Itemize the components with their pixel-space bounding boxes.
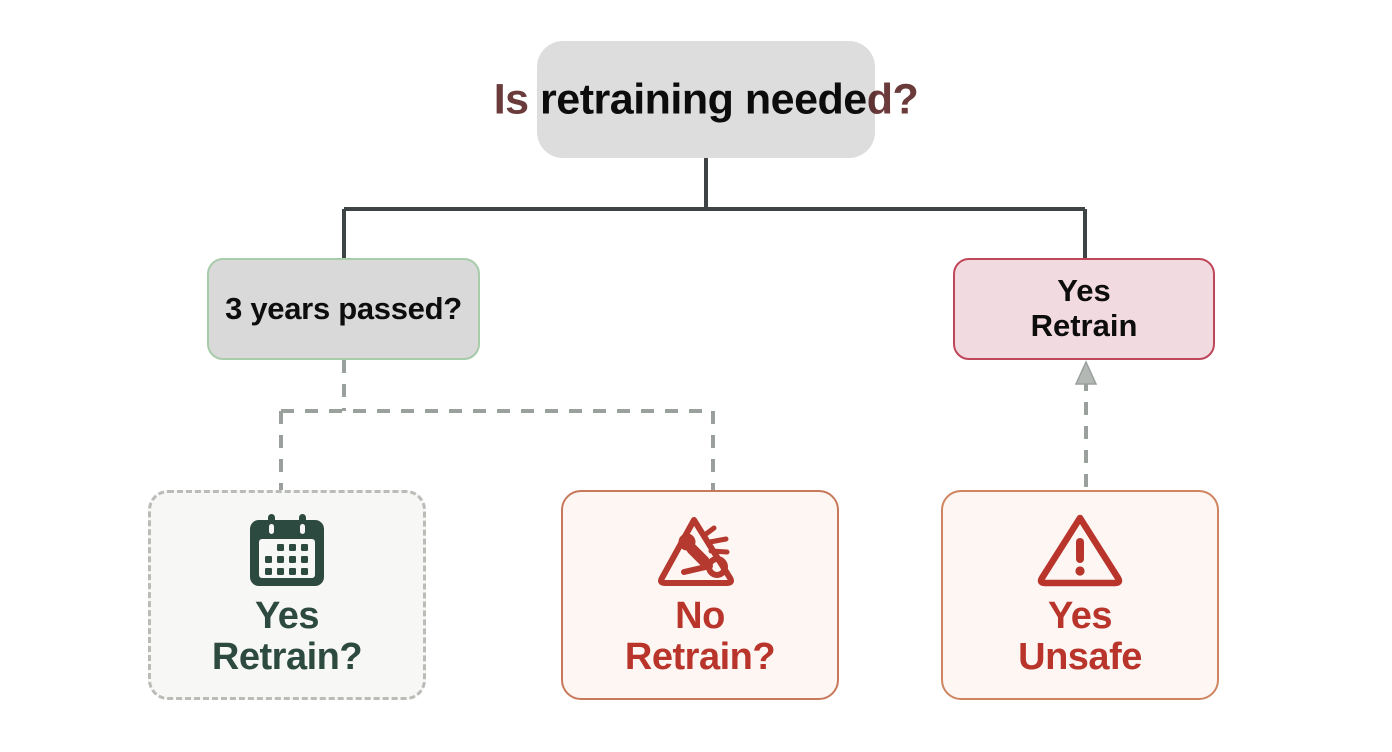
node-yes-retrain-question-label: Yes Retrain?: [211, 594, 363, 678]
node-root-label: Is retraining needed?: [494, 75, 919, 124]
node-three-years-passed[interactable]: 3 years passed?: [207, 258, 480, 360]
node-yes-retrain-question-line2: Retrain?: [211, 636, 363, 678]
node-root-is-retraining-needed[interactable]: Is retraining needed?: [494, 41, 919, 158]
node-no-retrain-question-label: No Retrain?: [624, 594, 776, 678]
warning-triangle-icon: [1037, 514, 1123, 587]
node-yes-retrain-line1: Yes: [1057, 273, 1111, 309]
node-yes-retrain-question[interactable]: Yes Retrain?: [148, 490, 426, 700]
node-no-retrain-question-line1: No: [675, 594, 725, 637]
node-yes-retrain[interactable]: Yes Retrain: [953, 258, 1215, 360]
node-root-label-prefix: Is retraining needed?: [493, 75, 919, 123]
node-yes-retrain-label: Yes Retrain: [1031, 274, 1138, 343]
node-yes-unsafe-label: Yes Unsafe: [1018, 594, 1142, 678]
node-yes-unsafe-line1: Yes: [1047, 594, 1113, 637]
calendar-icon: [250, 513, 324, 586]
node-yes-unsafe-line2: Unsafe: [1018, 636, 1142, 678]
node-three-years-passed-label: 3 years passed?: [225, 291, 462, 326]
node-yes-unsafe[interactable]: Yes Unsafe: [941, 490, 1219, 700]
collision-hazard-warning-icon: [658, 516, 734, 586]
arrowhead-icon: [1074, 360, 1098, 385]
node-no-retrain-question[interactable]: No Retrain?: [561, 490, 839, 700]
node-no-retrain-question-line2: Retrain?: [624, 636, 776, 678]
node-yes-retrain-question-line1: Yes: [254, 594, 320, 637]
node-yes-retrain-line2: Retrain: [1030, 308, 1138, 343]
